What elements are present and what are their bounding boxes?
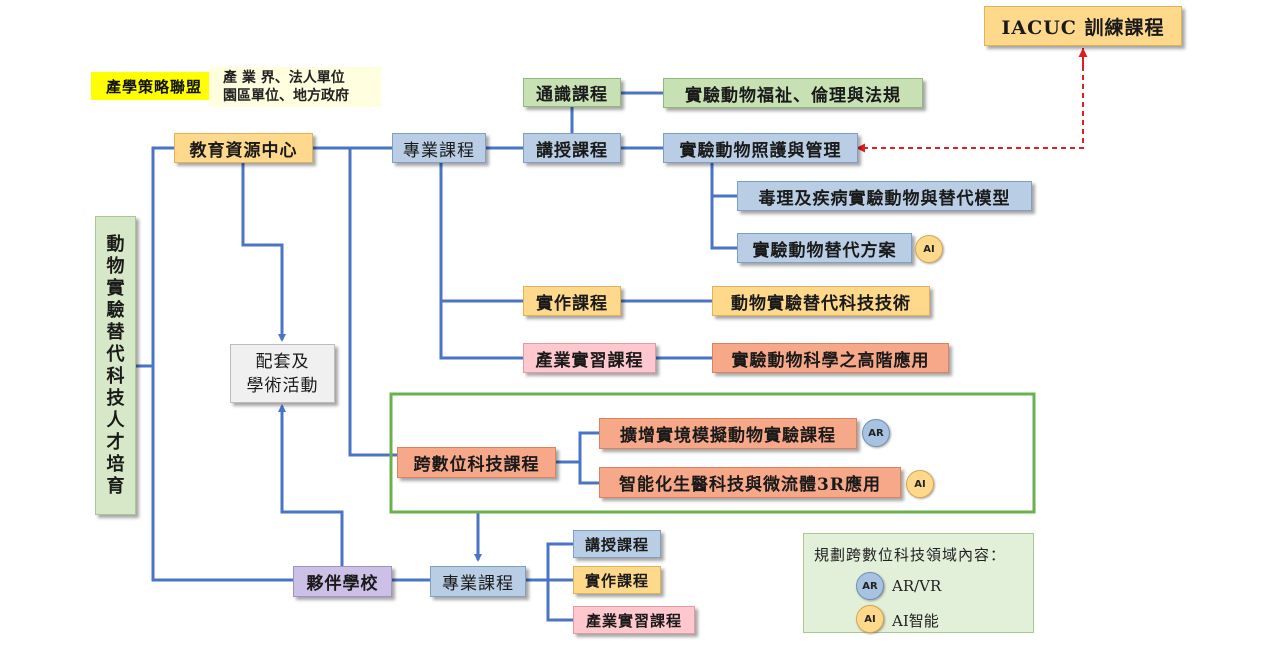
welfare-ethics-label: 實驗動物福祉、倫理與法規	[685, 85, 901, 106]
general-course-label: 通識課程	[536, 85, 608, 105]
general-course-box: 通識課程	[523, 78, 621, 107]
ar-badge-label: AR	[868, 427, 884, 439]
practice-course-box: 實作課程	[523, 286, 621, 316]
talent-char: 培	[106, 453, 125, 475]
cross-digital-frame	[389, 392, 1036, 514]
ar-legend-badge-label: AR	[862, 580, 878, 592]
practice-course-label: 實作課程	[536, 293, 608, 314]
professional-course-label: 專業課程	[403, 140, 475, 161]
cross-digital-course-box: 跨數位科技課程	[397, 447, 556, 478]
advanced-application-box: 實驗動物科學之高階應用	[712, 343, 949, 373]
legend-box: 規劃跨數位科技領域內容： AR AR/VR AI AI智能	[803, 533, 1034, 633]
professional-course-2-box: 專業課程	[430, 566, 526, 597]
ai-badge-label: AI	[923, 243, 935, 255]
support-activities-line-1: 配套及	[255, 351, 310, 372]
welfare-ethics-box: 實驗動物福祉、倫理與法規	[663, 78, 923, 108]
toxicology-models-box: 毒理及疾病實驗動物與替代模型	[737, 181, 1032, 211]
lecture-course-2-label: 講授課程	[584, 535, 649, 554]
alliance-members: 產 業 界、法人單位 園區單位、地方政府	[209, 67, 381, 107]
ar-simulation-course-box: 擴增實境模擬動物實驗課程	[599, 418, 857, 449]
ai-legend-icon: AI	[856, 605, 884, 633]
ar-simulation-course-label: 擴增實境模擬動物實驗課程	[620, 426, 836, 446]
ai-legend-label: AI智能	[892, 612, 939, 630]
talent-char: 技	[106, 387, 125, 409]
talent-cultivation-box: 動 物 實 驗 替 代 科 技 人 才 培 育	[95, 216, 136, 515]
ai-badge-icon: AI	[915, 235, 943, 263]
smart-biomed-label: 智能化生醫科技與微流體3R應用	[619, 475, 881, 495]
talent-char: 才	[106, 431, 125, 453]
lecture-course-2-box: 講授課程	[573, 530, 661, 558]
alternative-tech-label: 動物實驗替代科技技術	[731, 293, 911, 314]
iacuc-training-box: IACUC 訓練課程	[984, 6, 1182, 46]
alliance-tag: 產學策略聯盟	[91, 72, 217, 100]
industry-internship-label: 產業實習課程	[535, 350, 644, 371]
alliance-line-2: 園區單位、地方政府	[223, 88, 349, 104]
partner-school-label: 夥伴學校	[306, 574, 379, 594]
care-management-label: 實驗動物照護與管理	[679, 140, 842, 161]
alternative-tech-box: 動物實驗替代科技技術	[712, 286, 930, 316]
lecture-course-label: 講授課程	[536, 140, 608, 161]
dashed-feedback-arrow	[856, 48, 1084, 153]
cross-digital-course-label: 跨數位科技課程	[413, 455, 540, 475]
partner-school-box: 夥伴學校	[293, 566, 392, 597]
ai-legend-badge-label: AI	[864, 613, 876, 625]
professional-course-2-label: 專業課程	[442, 574, 514, 594]
talent-char: 物	[106, 255, 125, 277]
talent-char: 動	[106, 233, 125, 255]
ai-badge-icon: AI	[906, 470, 934, 498]
alternative-plan-box: 實驗動物替代方案	[737, 233, 912, 263]
talent-char: 人	[106, 409, 125, 431]
toxicology-models-label: 毒理及疾病實驗動物與替代模型	[758, 188, 1011, 209]
care-management-box: 實驗動物照護與管理	[663, 133, 858, 163]
alliance-tag-label: 產學策略聯盟	[105, 77, 202, 96]
industry-internship-box: 產業實習課程	[523, 343, 656, 373]
alliance-line-1: 產 業 界、法人單位	[223, 70, 345, 86]
lecture-course-box: 講授課程	[523, 133, 621, 163]
talent-char: 實	[106, 277, 125, 299]
ar-legend-label: AR/VR	[892, 577, 942, 595]
ar-legend-icon: AR	[856, 572, 884, 600]
talent-char: 科	[106, 365, 125, 387]
talent-char: 育	[106, 475, 125, 497]
intern-course-2-label: 產業實習課程	[585, 611, 682, 630]
support-activities-line-2: 學術活動	[246, 375, 319, 396]
ai-badge-label: AI	[914, 478, 926, 490]
talent-char: 替	[106, 321, 125, 343]
support-activities-box: 配套及 學術活動	[230, 344, 335, 403]
iacuc-training-label: IACUC 訓練課程	[1001, 16, 1165, 39]
legend-title: 規劃跨數位科技領域內容：	[814, 546, 1007, 564]
ar-badge-icon: AR	[862, 419, 890, 447]
intern-course-2-box: 產業實習課程	[573, 606, 695, 634]
alliance-group: 產學策略聯盟 產 業 界、法人單位 園區單位、地方政府	[91, 67, 381, 107]
practice-course-2-box: 實作課程	[573, 566, 661, 594]
alternative-plan-label: 實驗動物替代方案	[752, 240, 897, 261]
professional-course-box: 專業課程	[392, 133, 486, 163]
smart-biomed-box: 智能化生醫科技與微流體3R應用	[599, 467, 901, 498]
education-center-label: 教育資源中心	[189, 140, 298, 161]
talent-char: 代	[106, 343, 125, 365]
connector-group	[136, 91, 737, 622]
talent-char: 驗	[106, 299, 125, 321]
advanced-application-label: 實驗動物科學之高階應用	[731, 350, 930, 371]
practice-course-2-label: 實作課程	[584, 571, 649, 590]
education-center-box: 教育資源中心	[174, 133, 313, 163]
